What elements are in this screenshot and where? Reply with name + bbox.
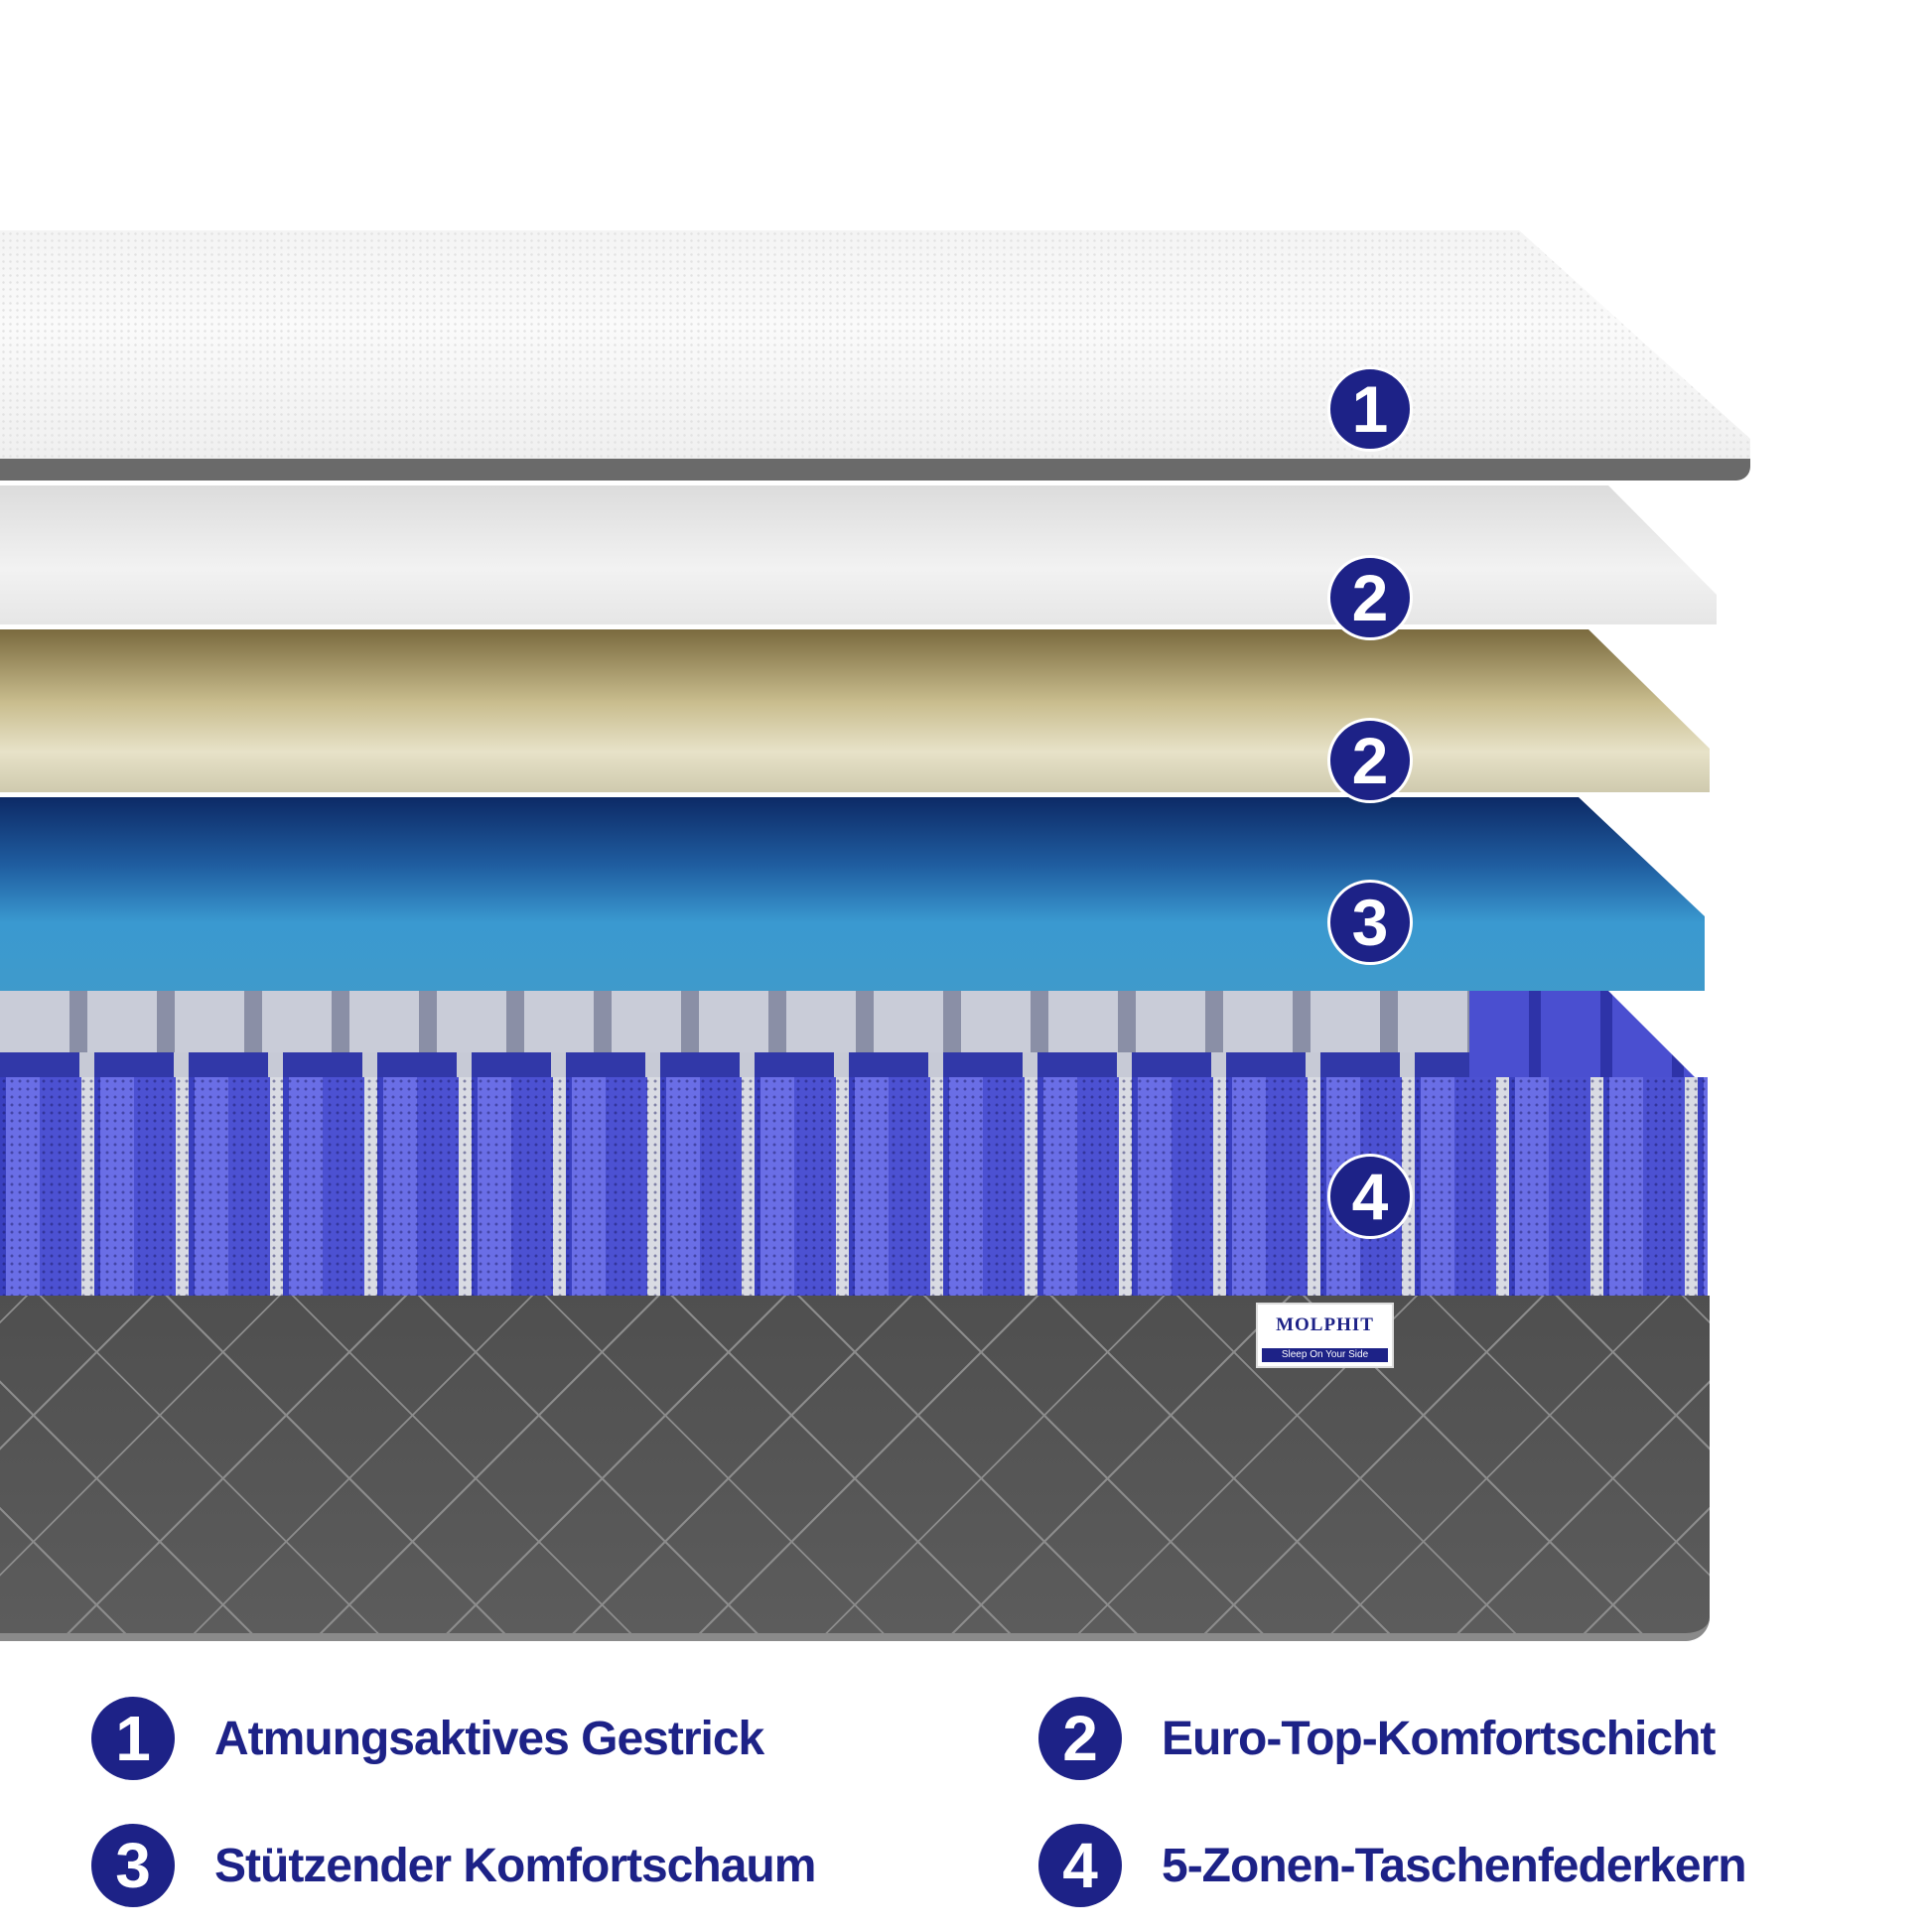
- pocket-springs-front-row: [0, 1077, 1708, 1298]
- layer-badge-3: 3: [1327, 880, 1413, 965]
- knit-cover-edge: [0, 459, 1750, 481]
- brand-label: MOLPHIT Sleep On Your Side: [1256, 1303, 1394, 1368]
- legend-badge: 3: [91, 1824, 175, 1907]
- layer-badge-2b: 2: [1327, 718, 1413, 803]
- legend-badge: 4: [1038, 1824, 1122, 1907]
- legend-item-2: 2 Euro-Top-Komfortschicht: [1038, 1697, 1716, 1780]
- knit-cover-layer: [0, 230, 1750, 469]
- legend-item-4: 4 5-Zonen-Taschenfederkern: [1038, 1824, 1747, 1907]
- legend-label: 5-Zonen-Taschenfederkern: [1162, 1839, 1747, 1892]
- legend-label: Euro-Top-Komfortschicht: [1162, 1712, 1716, 1765]
- layer-badge-4: 4: [1327, 1154, 1413, 1239]
- legend-item-3: 3 Stützender Komfortschaum: [91, 1824, 816, 1907]
- legend-badge: 2: [1038, 1697, 1122, 1780]
- support-foam-layer: [0, 797, 1705, 991]
- brand-tagline: Sleep On Your Side: [1262, 1348, 1388, 1362]
- legend-label: Stützender Komfortschaum: [214, 1839, 816, 1892]
- euro-top-cream-foam-layer: [0, 629, 1710, 792]
- quilted-base-cover: [0, 1296, 1710, 1641]
- legend-label: Atmungsaktives Gestrick: [214, 1712, 764, 1765]
- layer-badge-1: 1: [1327, 366, 1413, 452]
- legend-badge: 1: [91, 1697, 175, 1780]
- legend-item-1: 1 Atmungsaktives Gestrick: [91, 1697, 764, 1780]
- euro-top-white-foam-layer: [0, 485, 1717, 624]
- brand-name: MOLPHIT: [1276, 1314, 1374, 1335]
- layer-badge-2a: 2: [1327, 555, 1413, 640]
